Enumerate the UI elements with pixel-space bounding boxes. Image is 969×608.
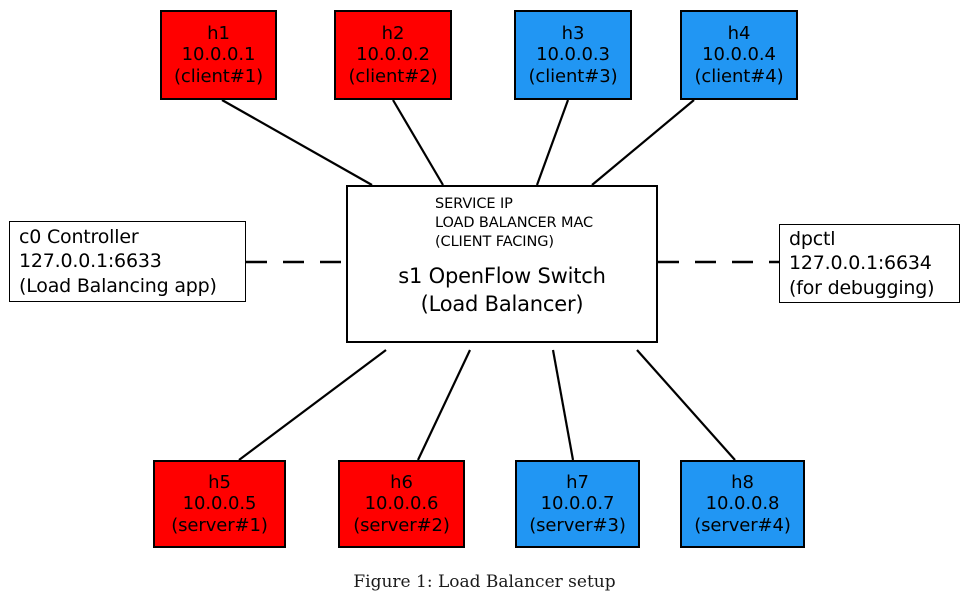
switch-label: s1 OpenFlow Switch (Load Balancer) bbox=[348, 263, 656, 318]
host-name: h8 bbox=[731, 472, 754, 494]
controller-name: c0 Controller bbox=[19, 226, 139, 249]
switch-annotation-lb-mac: LOAD BALANCER MAC bbox=[435, 215, 594, 232]
controller-address: 127.0.0.1:6633 bbox=[19, 250, 162, 273]
link-h4-s1 bbox=[591, 99, 695, 186]
host-node-h7[interactable]: h7 10.0.0.7 (server#3) bbox=[515, 460, 640, 548]
switch-annotation-service-ip: SERVICE IP bbox=[435, 196, 513, 212]
figure-caption: Figure 1: Load Balancer setup bbox=[353, 572, 616, 592]
host-role: (server#3) bbox=[529, 514, 626, 536]
host-node-h5[interactable]: h5 10.0.0.5 (server#1) bbox=[153, 460, 286, 548]
switch-title: s1 OpenFlow Switch bbox=[398, 264, 606, 288]
host-role: (client#3) bbox=[528, 65, 618, 87]
host-ip: 10.0.0.7 bbox=[540, 493, 615, 515]
dpctl-note: (for debugging) bbox=[789, 276, 935, 299]
host-ip: 10.0.0.8 bbox=[705, 493, 780, 515]
host-name: h1 bbox=[207, 23, 230, 45]
host-name: h2 bbox=[381, 23, 405, 45]
switch-subtitle: (Load Balancer) bbox=[420, 291, 584, 316]
link-s1-h6 bbox=[417, 349, 471, 461]
host-node-h6[interactable]: h6 10.0.0.6 (server#2) bbox=[338, 460, 465, 548]
controller-box[interactable]: c0 Controller 127.0.0.1:6633 (Load Balan… bbox=[9, 221, 246, 302]
dpctl-address: 127.0.0.1:6634 bbox=[789, 252, 932, 275]
host-role: (server#4) bbox=[694, 514, 791, 536]
host-ip: 10.0.0.6 bbox=[364, 493, 439, 515]
host-ip: 10.0.0.5 bbox=[182, 493, 257, 515]
switch-box[interactable]: SERVICE IP LOAD BALANCER MAC (CLIENT FAC… bbox=[346, 185, 658, 343]
host-ip: 10.0.0.3 bbox=[536, 44, 610, 66]
host-node-h1[interactable]: h1 10.0.0.1 (client#1) bbox=[160, 10, 277, 100]
switch-annotation-client-facing: (CLIENT FACING) bbox=[435, 234, 554, 251]
host-role: (client#2) bbox=[348, 65, 438, 87]
dpctl-box[interactable]: dpctl 127.0.0.1:6634 (for debugging) bbox=[779, 224, 960, 303]
host-role: (server#2) bbox=[353, 514, 450, 536]
link-h2-s1 bbox=[392, 99, 444, 186]
link-h3-s1 bbox=[535, 99, 570, 186]
switch-annotation: SERVICE IP LOAD BALANCER MAC (CLIENT FAC… bbox=[435, 195, 593, 252]
host-ip: 10.0.0.2 bbox=[356, 44, 430, 66]
host-role: (client#4) bbox=[694, 65, 784, 87]
host-name: h3 bbox=[561, 23, 585, 45]
host-role: (client#1) bbox=[173, 65, 264, 87]
host-ip: 10.0.0.1 bbox=[181, 44, 256, 66]
dpctl-name: dpctl bbox=[789, 228, 836, 251]
host-node-h2[interactable]: h2 10.0.0.2 (client#2) bbox=[334, 10, 452, 100]
host-node-h8[interactable]: h8 10.0.0.8 (server#4) bbox=[680, 460, 805, 548]
link-s1-h8 bbox=[636, 349, 736, 461]
link-s1-h7 bbox=[551, 349, 575, 461]
host-name: h4 bbox=[727, 23, 751, 45]
host-name: h5 bbox=[208, 472, 231, 494]
link-s1-h5 bbox=[238, 349, 387, 461]
link-h1-s1 bbox=[221, 99, 373, 186]
host-name: h7 bbox=[566, 472, 589, 494]
host-ip: 10.0.0.4 bbox=[702, 44, 776, 66]
host-name: h6 bbox=[390, 472, 413, 494]
controller-note: (Load Balancing app) bbox=[19, 274, 217, 297]
host-node-h4[interactable]: h4 10.0.0.4 (client#4) bbox=[680, 10, 798, 100]
host-node-h3[interactable]: h3 10.0.0.3 (client#3) bbox=[514, 10, 632, 100]
host-role: (server#1) bbox=[171, 514, 268, 536]
